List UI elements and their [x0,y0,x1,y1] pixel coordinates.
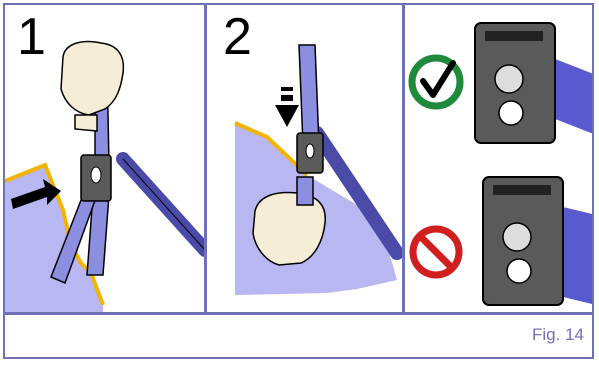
prohibited-icon [413,229,459,275]
step-number: 1 [17,11,46,63]
step-2-panel: 2 [205,3,404,314]
comparison-panel [403,3,594,314]
check-circle-icon [412,58,460,106]
figure-label: Fig. 14 [532,325,584,345]
figure-footer: Fig. 14 [3,313,594,359]
step-number: 2 [223,11,252,63]
step-1-panel: 1 [3,3,206,314]
comparison-illustration [405,5,594,314]
